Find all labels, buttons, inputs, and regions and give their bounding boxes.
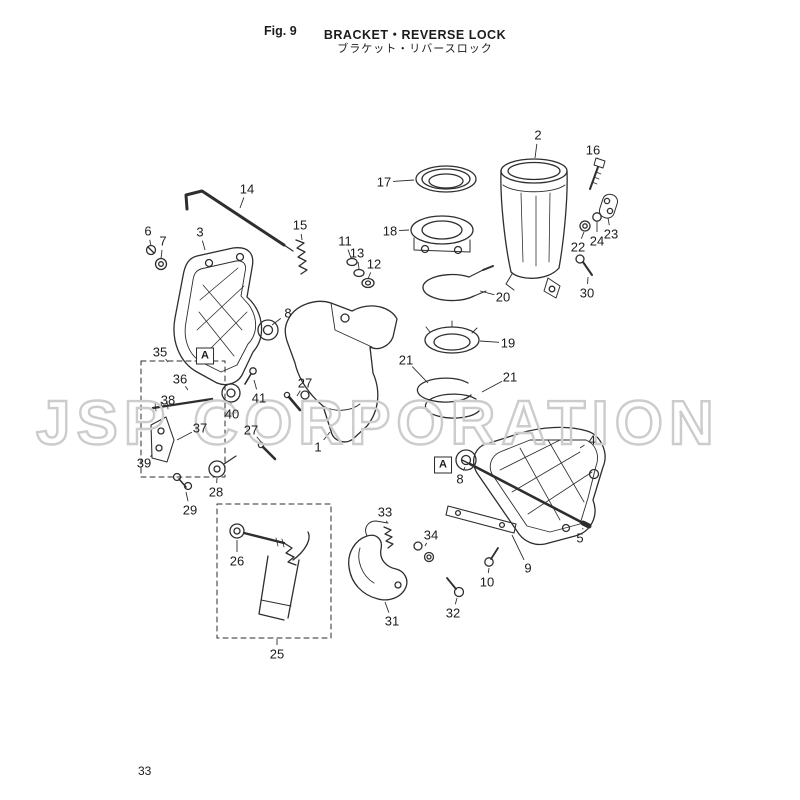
page-number: 33 xyxy=(138,764,152,778)
clamp-bracket-left xyxy=(173,247,263,386)
clamp-bracket-right xyxy=(472,426,606,546)
figure-title: BRACKET・REVERSE LOCK xyxy=(323,28,507,42)
snap-rings-21 xyxy=(416,377,480,419)
bolt-30 xyxy=(575,254,593,276)
tilt-rod xyxy=(184,189,294,252)
lock-spring xyxy=(383,526,394,549)
ring-17 xyxy=(415,165,477,193)
ring-18 xyxy=(410,215,474,255)
figure-subtitle-japanese: ブラケット・リバースロック xyxy=(337,43,493,55)
disc-and-screw xyxy=(221,367,257,403)
clevis-pins xyxy=(257,391,302,461)
screw-32 xyxy=(446,577,465,598)
leader-lines xyxy=(149,143,610,645)
swivel-tube xyxy=(500,158,568,299)
ring-19 xyxy=(424,320,480,354)
reverse-lock-cam xyxy=(348,520,408,601)
washer-plate-set xyxy=(579,193,618,232)
lock-lever-28 xyxy=(208,455,237,478)
washers-34 xyxy=(413,541,435,563)
clamp-ring-20 xyxy=(422,265,494,302)
subassembly-box-25 xyxy=(216,503,332,639)
bushing-washer-left xyxy=(257,319,279,341)
screw-10 xyxy=(484,547,499,567)
swivel-bracket xyxy=(284,300,398,443)
figure-number: Fig. 9 xyxy=(264,24,297,38)
pivot-bolt xyxy=(461,459,592,529)
spring-small xyxy=(295,239,308,275)
anode-plate xyxy=(445,505,517,534)
screw-and-nut xyxy=(145,244,168,271)
bolt-16 xyxy=(589,157,606,190)
